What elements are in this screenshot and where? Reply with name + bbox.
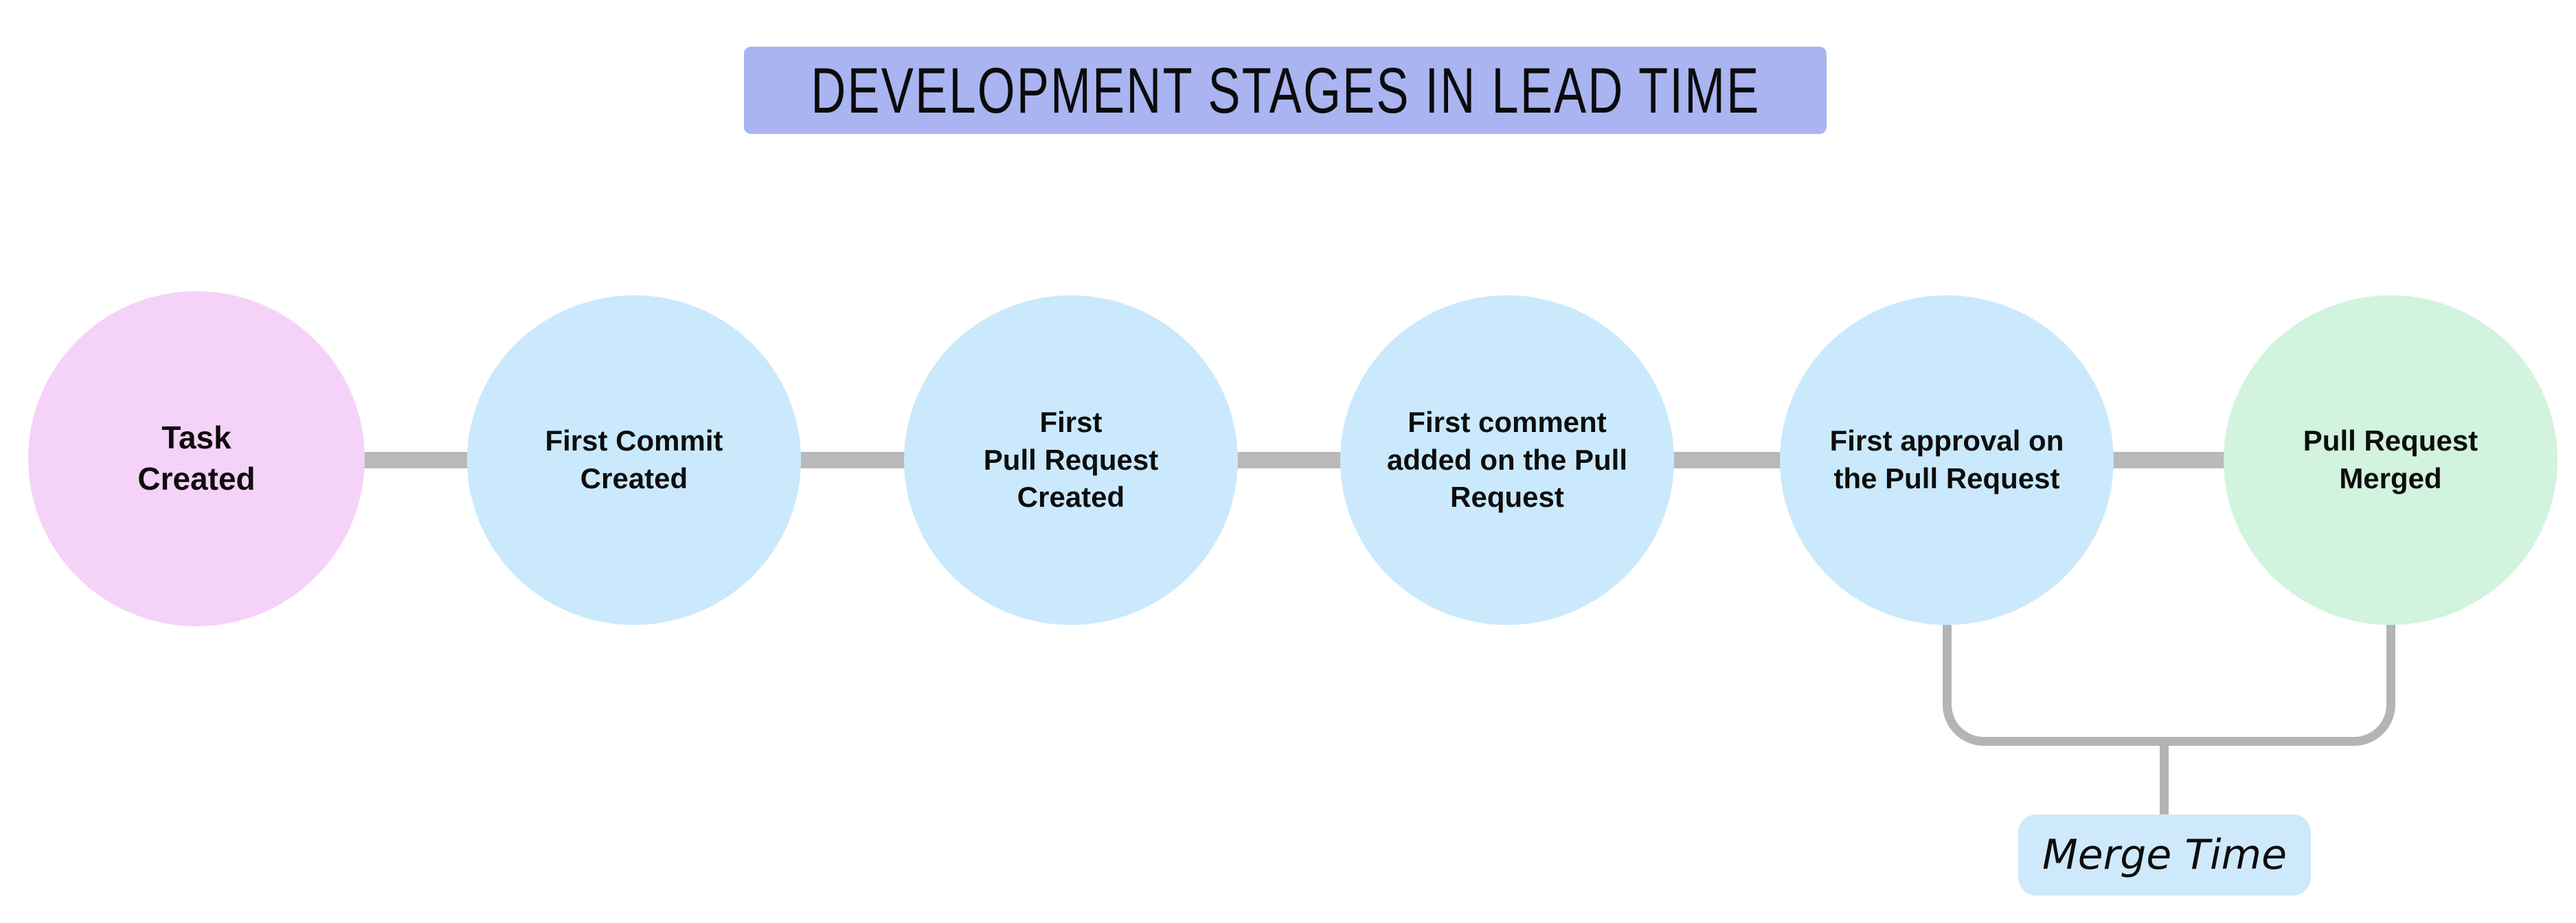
stage-circle-pull-request-merged: Pull Request Merged [2224,295,2557,625]
stage-circle-first-comment-added: First comment added on the Pull Request [1340,295,1674,625]
connector-task-to-commit [347,452,484,468]
connector-approval-to-merged [2100,452,2237,468]
merge-time-bracket-stub [2160,743,2169,816]
stage-circle-first-pull-request-created: First Pull Request Created [904,295,1238,625]
stage-label-first-pull-request-created: First Pull Request Created [983,406,1159,514]
merge-time-bracket [1943,622,2395,746]
diagram-title-box: DEVELOPMENT STAGES IN LEAD TIME [744,47,1827,134]
merge-time-label: Merge Time [2042,831,2287,879]
stage-circle-first-approval: First approval on the Pull Request [1780,295,2114,625]
connector-pr-created-to-comment [1224,452,1357,468]
stage-label-pull-request-merged: Pull Request Merged [2303,424,2478,494]
connector-comment-to-approval [1660,452,1794,468]
stage-label-first-approval: First approval on the Pull Request [1829,424,2064,494]
stage-circle-first-commit-created: First Commit Created [467,295,801,625]
merge-time-box: Merge Time [2018,814,2311,896]
connector-commit-to-pr-created [787,452,921,468]
diagram-title: DEVELOPMENT STAGES IN LEAD TIME [810,54,1761,126]
stage-circle-task-created: Task Created [28,291,365,626]
stage-label-task-created: Task Created [137,420,256,497]
stage-label-first-commit-created: First Commit Created [545,424,723,494]
stage-label-first-comment-added: First comment added on the Pull Request [1386,406,1627,514]
